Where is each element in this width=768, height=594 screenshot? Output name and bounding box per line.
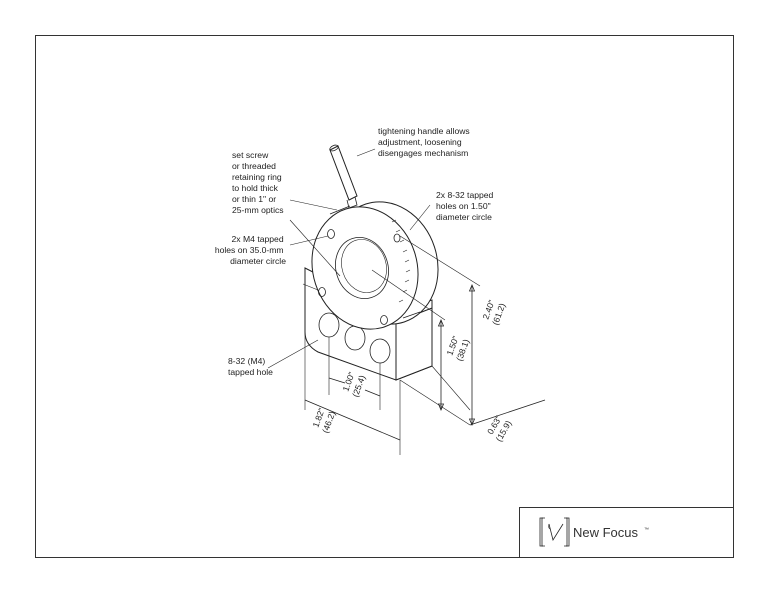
callout-handle-line1: tightening handle allows [378, 126, 470, 136]
leader-832-hole [267, 339, 319, 369]
dim-text-2-40: 2.40" (61.2) [480, 296, 508, 326]
ext-line-center [371, 269, 446, 321]
handle-end-cap [329, 144, 339, 152]
callout-handle: tightening handle allows adjustment, loo… [378, 126, 472, 158]
dim-arrow-2-40-bottom [468, 418, 476, 427]
ring-edge-bottom [402, 311, 421, 319]
dim-text-0-63: 0.63" (15.9) [484, 412, 514, 443]
dim-line-1-00 [328, 377, 381, 397]
callout-handle-line2: adjustment, loosening [378, 137, 462, 147]
callout-832-line1: 2x 8-32 tapped [436, 190, 494, 200]
tightening-handle [329, 145, 358, 201]
callout-m4-line3: diameter circle [230, 256, 286, 266]
new-focus-logo-icon [539, 517, 570, 547]
ring-hole-1 [327, 229, 335, 239]
aperture-inner [341, 239, 387, 293]
callout-m4-line2: holes on 35.0-mm [215, 245, 284, 255]
handle-stem [346, 196, 358, 209]
dim-line-1-82 [304, 399, 401, 441]
callout-hole-line2: tapped hole [228, 367, 273, 377]
callout-832-hole: 8-32 (M4) tapped hole [228, 356, 273, 377]
aperture-outer [335, 237, 389, 299]
callout-832-line2: holes on 1.50" [436, 201, 491, 211]
dimension-lines [304, 235, 546, 455]
leader-set-screw [289, 199, 338, 211]
frame-border [35, 35, 734, 558]
ring-scale-marks [391, 219, 411, 303]
ext-line-top [399, 235, 481, 287]
dim-text-1-82: 1.82" (46.2) [310, 404, 338, 434]
callout-832-line3: diameter circle [436, 212, 492, 222]
ring-front-face [311, 206, 419, 330]
dim-arrow-1-50-top [437, 318, 445, 327]
callout-set-screw-line4: to hold thick [232, 183, 279, 193]
logo-trademark: ™ [644, 527, 649, 533]
leader-m4-holes [289, 235, 329, 246]
base-edge-line [302, 283, 319, 291]
callout-set-screw-line6: 25-mm optics [232, 205, 284, 215]
callout-hole-line1: 8-32 (M4) [228, 356, 265, 366]
logo-block: New Focus ™ [519, 507, 734, 558]
mount-illustration [302, 144, 439, 381]
dim-arrow-2-40-top [468, 283, 476, 292]
leader-832-tapped [409, 204, 431, 231]
logo-wordmark: New Focus [573, 525, 639, 540]
dim-text-1-00: 1.00" (25.4) [340, 368, 368, 398]
ext-line-depth [399, 379, 471, 426]
ring-edge-top [329, 205, 351, 215]
logo-box [519, 507, 734, 558]
callout-832-tapped: 2x 8-32 tapped holes on 1.50" diameter c… [436, 190, 496, 222]
callout-m4-holes: 2x M4 tapped holes on 35.0-mm diameter c… [215, 234, 286, 266]
callout-set-screw-line2: or threaded [232, 161, 276, 171]
callout-set-screw-line5: or thin 1" or [232, 194, 276, 204]
callout-set-screw: set screw or threaded retaining ring to … [232, 150, 284, 215]
dim-line-0-63 [469, 399, 546, 426]
leader-set-screw-2 [289, 219, 341, 277]
ring-hole-2 [318, 287, 326, 297]
callout-m4-line1: 2x M4 tapped [232, 234, 284, 244]
leader-handle [356, 148, 376, 157]
dim-text-1-50: 1.50" (38.1) [444, 332, 472, 362]
callout-set-screw-line3: retaining ring [232, 172, 282, 182]
callout-handle-line3: disengages mechanism [378, 148, 468, 158]
base-side-face [395, 307, 433, 381]
callout-set-screw-line1: set screw [232, 150, 269, 160]
ring-hole-4 [393, 233, 401, 243]
ext-line-bottom [431, 365, 471, 411]
leader-lines [267, 148, 431, 369]
ring-hole-3 [380, 315, 388, 325]
